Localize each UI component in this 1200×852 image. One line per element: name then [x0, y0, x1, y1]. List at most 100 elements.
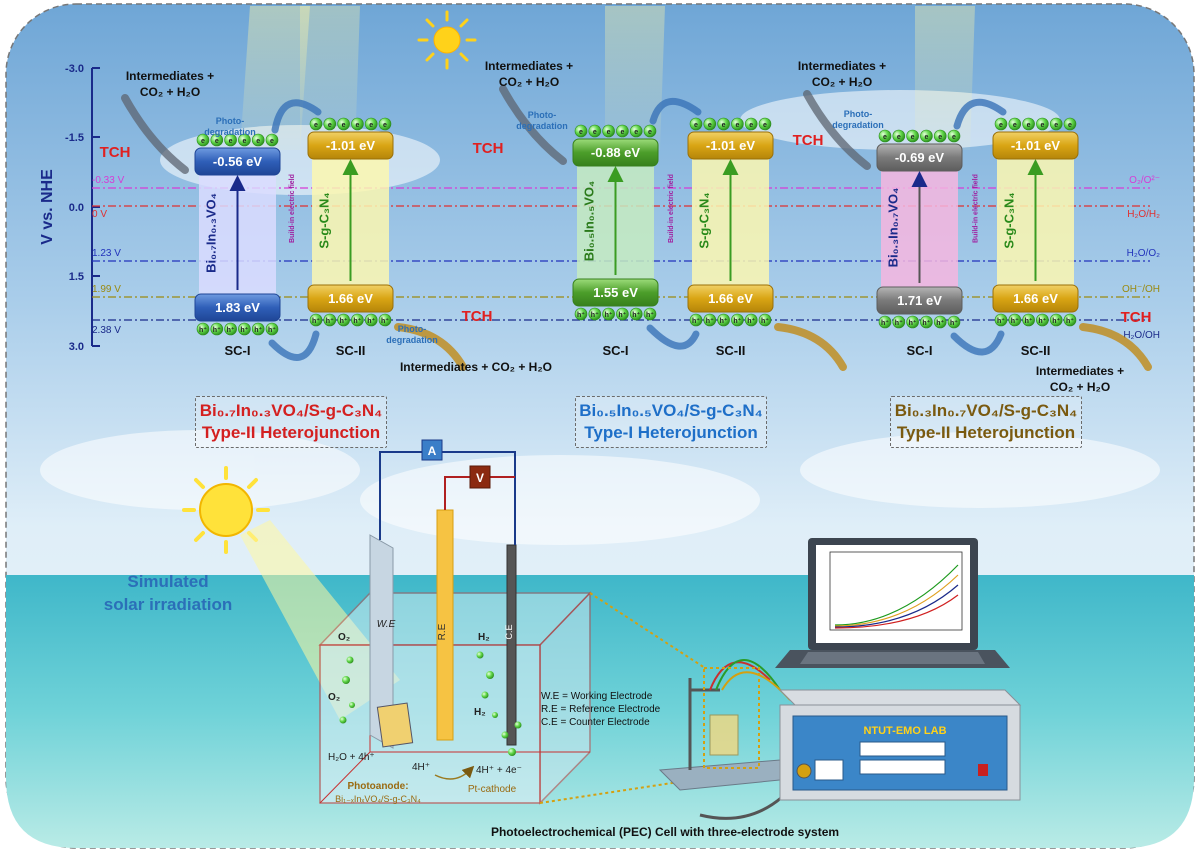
hole-label: h⁺	[632, 311, 640, 319]
electron	[265, 133, 279, 147]
electron-label: e	[328, 122, 332, 129]
hole-label: h⁺	[353, 317, 361, 325]
tch-label: TCH	[793, 132, 824, 149]
electron	[920, 129, 933, 143]
level-label-h2o-oh: H₂O/OH	[1123, 330, 1160, 341]
hole	[717, 313, 730, 327]
hole	[1022, 313, 1035, 327]
hole	[1008, 313, 1022, 327]
sc1-material-label: Bi₀.₅In₀.₅VO₄	[582, 181, 597, 261]
electron-label: e	[1040, 122, 1044, 129]
electron-label: e	[722, 122, 726, 129]
hole-label: h⁺	[591, 311, 599, 319]
hole-transfer-arrow	[950, 330, 1005, 356]
intermediates-label: Intermediates +	[485, 59, 573, 73]
electron-label: e	[1013, 122, 1017, 129]
axis-tick-label: 3.0	[69, 341, 84, 353]
sc1-vb-value: 1.83 eV	[215, 300, 260, 315]
electron-label: e	[1068, 122, 1072, 129]
hole	[616, 307, 629, 321]
electron	[1049, 117, 1063, 131]
degradation-label: degradation	[516, 121, 568, 131]
sc1-label: SC-I	[225, 343, 251, 358]
sc1-vb-box	[876, 286, 963, 315]
electron	[689, 117, 703, 131]
hole-label: h⁺	[340, 317, 348, 325]
tch-label: TCH	[1121, 309, 1152, 326]
level-label-h2o-o2: H₂O/O₂	[1127, 248, 1160, 259]
sc1-vb-box	[572, 278, 659, 307]
axis-tick-label: -1.5	[65, 132, 84, 144]
sc1-vb-box	[194, 293, 281, 322]
electron	[731, 117, 744, 131]
panel-caption-3: Bi₀.₃In₀.₇VO₄/S-g-C₃N₄ Type-II Heterojun…	[890, 396, 1082, 448]
level-value-o2: -0.33 V	[92, 175, 125, 186]
hole-label: h⁺	[618, 311, 626, 319]
hole-label: h⁺	[326, 317, 334, 325]
sc2-vb-value: 1.66 eV	[1013, 291, 1058, 306]
field-label: Build-in electric field	[973, 174, 980, 243]
panel-2-title: Bi₀.₅In₀.₅VO₄/S-g-C₃N₄	[579, 401, 763, 420]
hole-label: h⁺	[1025, 317, 1033, 325]
hole	[744, 313, 758, 327]
hole	[251, 322, 265, 336]
electron	[224, 133, 237, 147]
electron-label: e	[201, 138, 205, 145]
hole	[892, 315, 906, 329]
hole-label: h⁺	[997, 317, 1005, 325]
hole-transfer-arrow	[646, 324, 700, 350]
electron-label: e	[694, 122, 698, 129]
tch-label: TCH	[473, 140, 504, 157]
panel-2-type: Type-I Heterojunction	[584, 423, 758, 442]
hole	[309, 313, 323, 327]
electron	[717, 117, 730, 131]
sc2-vb-value: 1.66 eV	[708, 291, 753, 306]
sc1-label: SC-I	[907, 343, 933, 358]
electron	[1008, 117, 1022, 131]
electron	[906, 129, 919, 143]
hole-label: h⁺	[381, 317, 389, 325]
electron	[323, 117, 337, 131]
hole	[574, 307, 588, 321]
electron-label: e	[342, 122, 346, 129]
panel-3-title: Bi₀.₃In₀.₇VO₄/S-g-C₃N₄	[894, 401, 1078, 420]
electron-label: e	[215, 138, 219, 145]
electron-label: e	[1054, 122, 1058, 129]
electron	[251, 133, 265, 147]
legend-re: R.E = Reference Electrode	[541, 704, 661, 715]
electron-label: e	[648, 129, 652, 136]
hole	[947, 315, 961, 329]
electron-label: e	[749, 122, 753, 129]
electron-label: e	[883, 134, 887, 141]
cathode-label: Pt-cathode	[468, 784, 517, 795]
hole	[265, 322, 279, 336]
reduction-label: 4H⁺ + 4e⁻	[476, 765, 522, 776]
electron-label: e	[355, 122, 359, 129]
sc2-material-label: S-g-C₃N₄	[317, 192, 332, 248]
hole-label: h⁺	[1052, 317, 1060, 325]
hole	[933, 315, 947, 329]
electron	[947, 129, 961, 143]
intermediates-label: Intermediates +	[798, 59, 886, 73]
hole-label: h⁺	[1038, 317, 1046, 325]
hole-label: h⁺	[268, 326, 276, 334]
electron	[1036, 117, 1049, 131]
sc2-cb-box	[687, 131, 774, 160]
electron-label: e	[383, 122, 387, 129]
pec-caption: Photoelectrochemical (PEC) Cell with thr…	[491, 825, 839, 839]
degradation-label: degradation	[386, 335, 438, 345]
level-value-h2o-oh: 2.38 V	[92, 325, 121, 336]
legend-we: W.E = Working Electrode	[541, 691, 653, 702]
sc1-cb-box	[876, 143, 963, 172]
hole	[323, 313, 337, 327]
degradation-arrow	[121, 94, 189, 174]
electron	[703, 117, 717, 131]
sc2-vb-box	[992, 284, 1079, 313]
sun-icon-top	[417, 10, 477, 70]
sc1-cb-value: -0.69 eV	[895, 150, 944, 165]
sc1-cb-value: -0.88 eV	[591, 145, 640, 160]
electron-transfer-arrow	[649, 97, 702, 125]
electron	[238, 133, 251, 147]
intermediates-label: Intermediates +	[1036, 364, 1124, 378]
